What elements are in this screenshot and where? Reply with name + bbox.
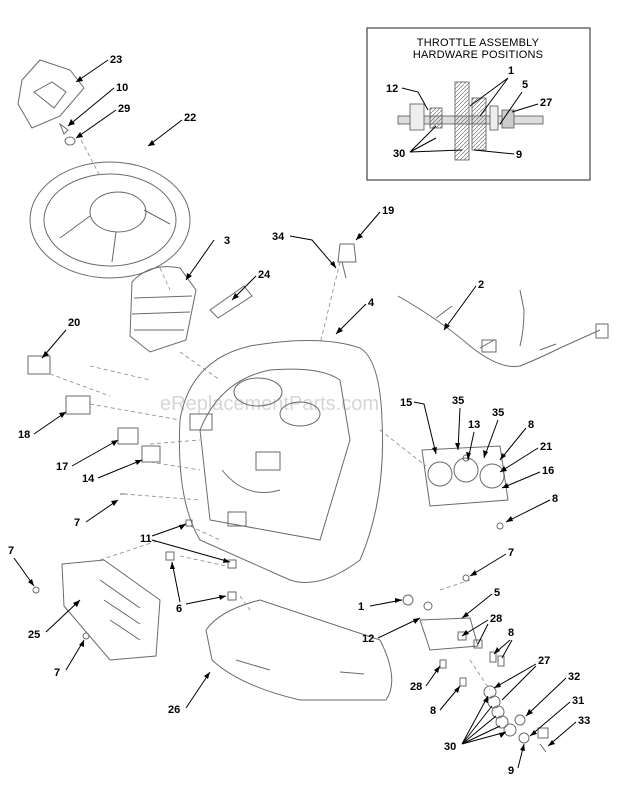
- part-clip-11a: [185, 519, 193, 527]
- callout-32: 32: [568, 671, 580, 683]
- inset-nut: [501, 109, 515, 129]
- callouts: 23 10 29 22 19 34 3 24 2 4 20 18 15 35 1…: [8, 54, 590, 777]
- part-nut-6b: [227, 591, 237, 601]
- inset-leader-1: [469, 77, 509, 117]
- callout-15: 15: [400, 397, 412, 409]
- inset-leader-30: [409, 125, 463, 153]
- callout-35b: 35: [492, 407, 504, 419]
- part-nut-6a: [165, 551, 175, 561]
- callout-30: 30: [444, 741, 456, 753]
- callout-9: 9: [508, 765, 514, 777]
- callout-20: 20: [68, 317, 80, 329]
- inset-label-30: 30: [393, 148, 405, 160]
- callout-17: 17: [56, 461, 68, 473]
- inset-title-line2: HARDWARE POSITIONS: [413, 49, 543, 61]
- callout-6: 6: [176, 603, 182, 615]
- throttle-shaft: [397, 115, 544, 125]
- inset-leader-9: [473, 149, 515, 155]
- part-washer-stack: [483, 685, 549, 753]
- callout-27: 27: [538, 655, 550, 667]
- part-knob-19: [337, 243, 357, 263]
- part-throttle-lever: [209, 285, 253, 319]
- callout-7d: 7: [508, 547, 514, 559]
- callout-8d: 8: [430, 705, 436, 717]
- throttle-plate: [454, 81, 470, 161]
- part-gauge-cluster: [421, 445, 509, 507]
- callout-31: 31: [572, 695, 584, 707]
- callout-21: 21: [540, 441, 552, 453]
- inset-label-12: 12: [386, 83, 398, 95]
- callout-7a: 7: [74, 517, 80, 529]
- part-side-panel: [61, 559, 161, 661]
- callout-26: 26: [168, 704, 180, 716]
- callout-2: 2: [478, 279, 484, 291]
- part-switch-14: [141, 445, 161, 463]
- callout-8a: 8: [528, 419, 534, 431]
- callout-5: 5: [494, 587, 500, 599]
- inset-label-1: 1: [508, 65, 514, 77]
- callout-4: 4: [368, 297, 375, 309]
- callout-16: 16: [542, 465, 554, 477]
- inset-leader-27: [511, 103, 539, 113]
- part-wire-harness: [397, 289, 609, 368]
- callout-33: 33: [578, 715, 590, 727]
- inset-title-line1: THROTTLE ASSEMBLY: [417, 37, 540, 49]
- part-clip-11b: [227, 559, 237, 569]
- inset-leader-12: [401, 87, 429, 111]
- callout-1: 1: [358, 601, 364, 613]
- callout-19: 19: [382, 205, 394, 217]
- callout-7b: 7: [8, 545, 14, 557]
- callout-3: 3: [224, 235, 230, 247]
- callout-8c: 8: [508, 627, 514, 639]
- callout-22: 22: [184, 112, 196, 124]
- part-switch-17: [117, 427, 139, 445]
- part-screw-10: [58, 122, 69, 135]
- part-steering-boot: [129, 266, 197, 353]
- part-switch-18: [65, 395, 91, 415]
- part-screw-7b: [32, 586, 40, 594]
- callout-7c: 7: [54, 667, 60, 679]
- callout-34: 34: [272, 231, 285, 243]
- callout-35a: 35: [452, 395, 464, 407]
- part-throttle-bracket: [402, 594, 505, 687]
- part-steering-wheel: [29, 161, 191, 279]
- callout-28a: 28: [490, 613, 502, 625]
- inset-label-9: 9: [516, 149, 522, 161]
- callout-25: 25: [28, 629, 40, 641]
- part-lower-panel: [205, 599, 393, 701]
- callout-24: 24: [258, 269, 271, 281]
- callout-12: 12: [362, 633, 374, 645]
- throttle-bracket: [471, 97, 487, 151]
- part-switch-20: [27, 355, 51, 375]
- callout-28b: 28: [410, 681, 422, 693]
- part-pin-34: [341, 261, 347, 279]
- throttle-inset: THROTTLE ASSEMBLY HARDWARE POSITIONS 1 5…: [366, 27, 591, 181]
- callout-18: 18: [18, 429, 30, 441]
- inset-leader-5: [499, 91, 523, 125]
- callout-11: 11: [140, 533, 152, 545]
- inset-label-5: 5: [522, 79, 528, 91]
- part-dash-console: [178, 339, 384, 583]
- callout-14: 14: [82, 473, 95, 485]
- part-screw-7d: [462, 574, 470, 582]
- callout-8b: 8: [552, 493, 558, 505]
- part-emblem: [17, 59, 85, 129]
- callout-10: 10: [116, 82, 128, 94]
- part-cap-29: [64, 136, 76, 146]
- inset-washer-right: [489, 105, 499, 131]
- callout-13: 13: [468, 419, 480, 431]
- inset-label-27: 27: [540, 97, 552, 109]
- inset-washer-left: [409, 103, 425, 131]
- callout-23: 23: [110, 54, 122, 66]
- part-screw-8a: [496, 522, 504, 530]
- inset-washer-mid: [429, 107, 443, 129]
- callout-29: 29: [118, 103, 130, 115]
